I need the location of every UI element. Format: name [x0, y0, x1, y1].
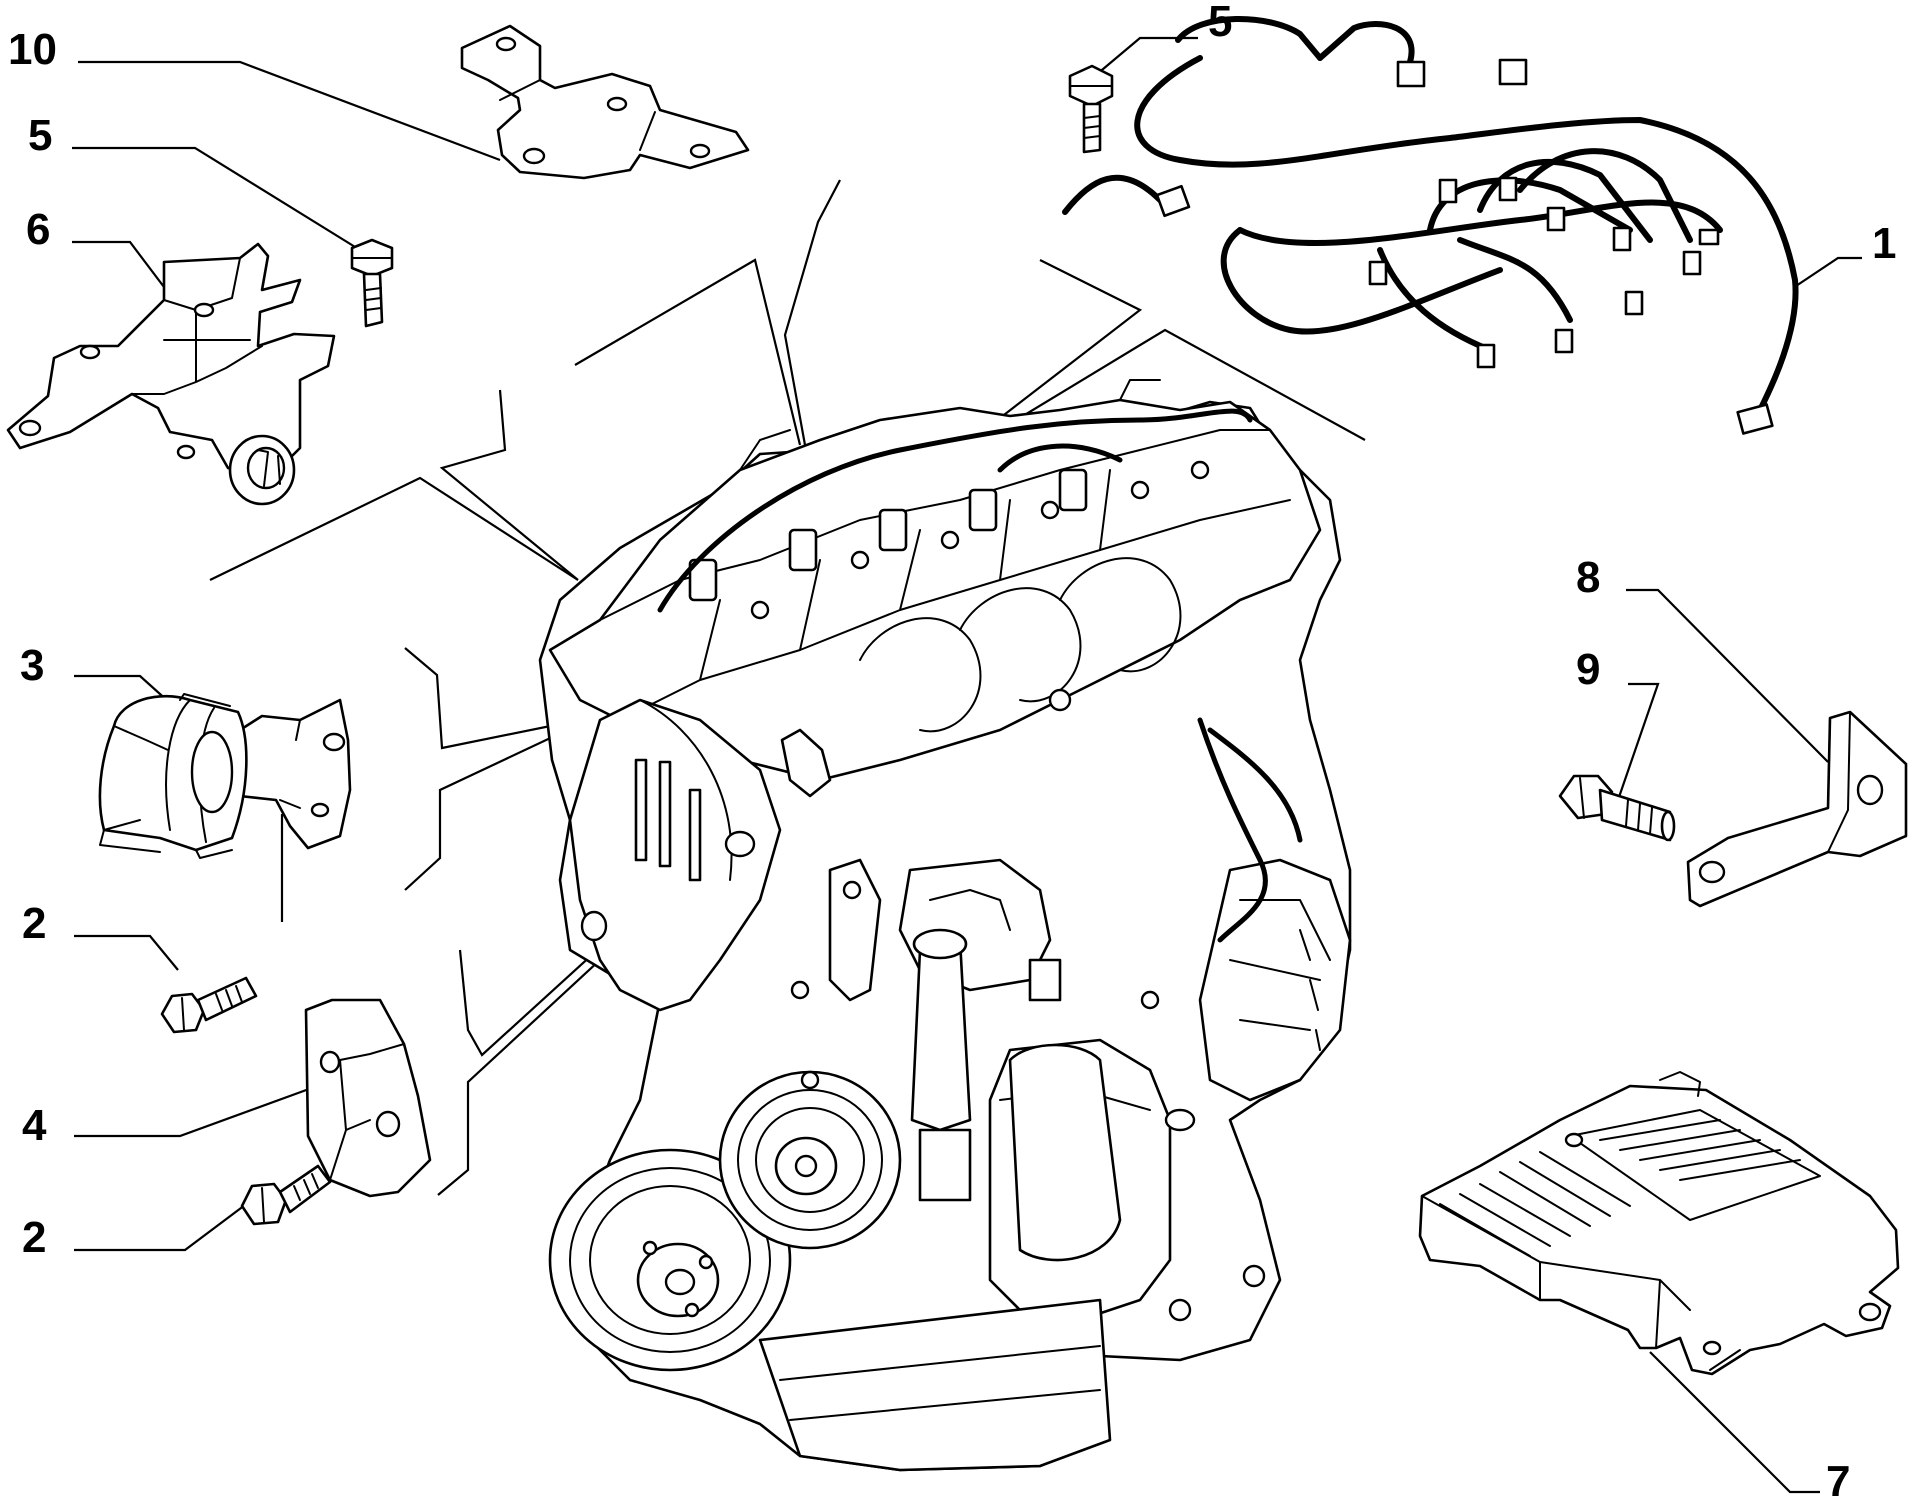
callout-7: 7: [1826, 1457, 1850, 1498]
bolt-part-5-top: [1068, 64, 1114, 154]
bolt-part-9: [1558, 774, 1676, 842]
bracket-part-8: [1686, 710, 1908, 908]
callout-10: 10: [8, 25, 57, 74]
clamp-bracket-part-3: [98, 693, 352, 859]
callout-3: 3: [20, 641, 44, 690]
callout-8: 8: [1576, 553, 1600, 602]
callout-5-left: 5: [28, 111, 52, 160]
ecu-part-7: [1418, 1071, 1900, 1376]
bolt-part-5-left: [350, 238, 394, 328]
engine-assembly: [538, 379, 1352, 1472]
callout-2-upper: 2: [22, 899, 46, 948]
leader-lines: [72, 36, 1862, 1494]
callout-4: 4: [22, 1101, 47, 1150]
callout-9: 9: [1576, 645, 1600, 694]
callout-6: 6: [26, 205, 50, 254]
bracket-part-4: [304, 998, 432, 1198]
bracket-part-10: [460, 24, 750, 180]
wiring-harness-part-1: [1062, 16, 1799, 435]
bolt-part-2-lower: [240, 1164, 332, 1226]
bracket-part-6: [6, 242, 336, 506]
bolt-part-2-upper: [160, 976, 258, 1034]
callout-2-lower: 2: [22, 1213, 46, 1262]
callout-1: 1: [1872, 219, 1896, 268]
